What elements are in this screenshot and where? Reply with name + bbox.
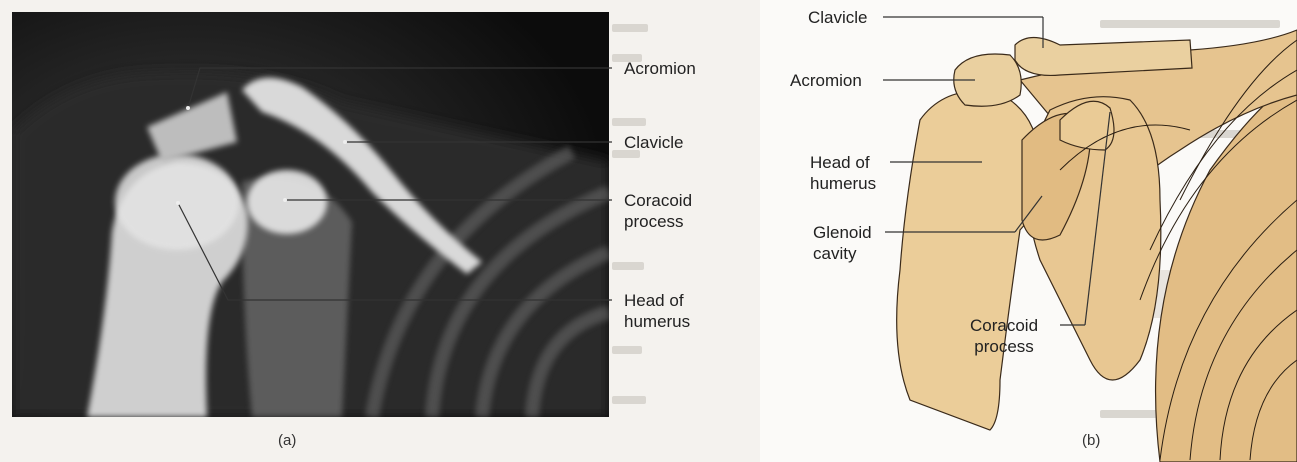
background-band: [1090, 270, 1297, 318]
background-text-line: [612, 24, 648, 32]
label-coracoid-process-a: Coracoid process: [624, 190, 692, 232]
label-acromion-b: Acromion: [790, 70, 862, 91]
label-coracoid-process-b: Coracoid process: [970, 315, 1038, 357]
label-line: humerus: [624, 311, 690, 332]
label-line: Glenoid: [813, 222, 872, 243]
background-text-line: [612, 118, 646, 126]
background-text-line: [612, 262, 644, 270]
panel-b-illustration-figure: Clavicle Acromion Head of humerus Glenoi…: [760, 0, 1297, 462]
background-text-line: [1100, 80, 1270, 88]
background-text-line: [1100, 410, 1270, 418]
label-glenoid-cavity-b: Glenoid cavity: [813, 222, 872, 264]
caption-b: (b): [1082, 432, 1100, 449]
label-line: Coracoid: [970, 315, 1038, 336]
label-line: humerus: [810, 173, 876, 194]
label-clavicle-b: Clavicle: [808, 7, 868, 28]
background-text-line: [1100, 20, 1280, 28]
label-line: cavity: [813, 243, 872, 264]
background-text-line: [612, 396, 646, 404]
label-acromion-a: Acromion: [624, 58, 696, 79]
panel-a-xray-figure: Acromion Clavicle Coracoid process Head …: [0, 0, 760, 462]
label-head-of-humerus-a: Head of humerus: [624, 290, 690, 332]
label-line: process: [970, 336, 1038, 357]
label-clavicle-a: Clavicle: [624, 132, 684, 153]
background-text-line: [612, 346, 642, 354]
label-line: Coracoid: [624, 190, 692, 211]
label-line: process: [624, 211, 692, 232]
shoulder-xray-image: [12, 12, 609, 417]
label-line: Head of: [624, 290, 690, 311]
background-text-line: [1100, 130, 1260, 138]
label-line: Head of: [810, 152, 876, 173]
label-head-of-humerus-b: Head of humerus: [810, 152, 876, 194]
caption-a: (a): [278, 432, 296, 449]
